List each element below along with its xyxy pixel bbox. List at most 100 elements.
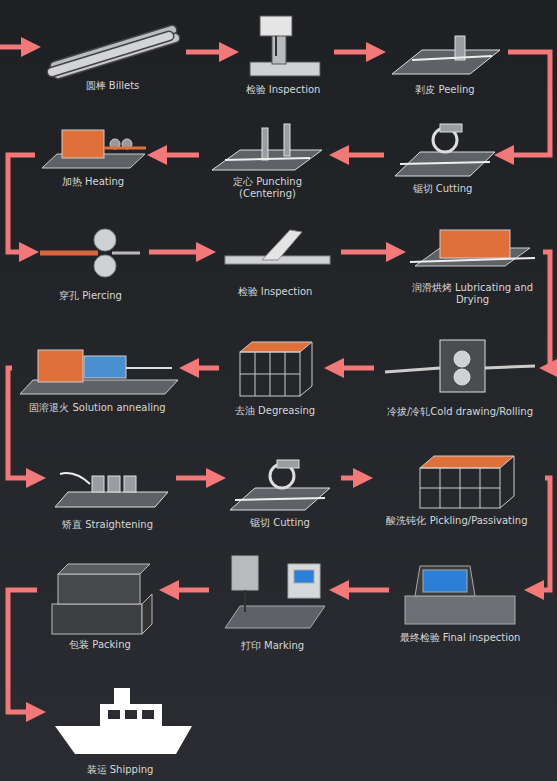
process-step: 装运 Shipping (45, 670, 195, 776)
process-step: 锯切 Cutting (390, 115, 495, 195)
step-caption: 圆棒 Billets (45, 80, 180, 92)
packing-boxes-part (142, 594, 152, 634)
flow-arrow (503, 52, 550, 155)
flow-arrow (533, 478, 550, 590)
process-step: 加热 Heating (38, 122, 148, 188)
piercing-rolls (40, 229, 140, 277)
step-caption: 锯切 Cutting (225, 517, 335, 529)
marking-machine (225, 556, 325, 628)
step-caption: 定心 Punching (Centering) (205, 176, 330, 200)
flow-arrow (543, 252, 550, 368)
final-inspection-console-part (423, 570, 467, 592)
pickling-tank-part (420, 488, 500, 489)
punching-machine-part (225, 158, 310, 160)
peeling-machine-part (412, 56, 492, 60)
pickling-tank-part (500, 496, 514, 508)
cutting-machine-part (230, 488, 330, 510)
process-step: 包装 Packing (40, 558, 160, 651)
step-caption: 打印 Marking (215, 640, 330, 652)
packing-boxes (52, 564, 152, 634)
billets-figure (52, 30, 175, 74)
straightening-machine-part (124, 476, 136, 492)
heating-furnace (42, 130, 146, 168)
degreasing-tank-part (240, 352, 300, 396)
lubricating-oven-part (410, 258, 535, 262)
degreasing-tank-part (312, 342, 313, 386)
degreasing-tank (240, 342, 312, 396)
annealing-furnace-part (38, 350, 83, 382)
punching-machine (212, 124, 322, 170)
drawing-mill-part (454, 369, 470, 385)
flow-arrow (334, 50, 377, 55)
cutting-machine-part (440, 124, 462, 132)
step-caption: 检验 Inspection (215, 286, 335, 298)
piercing-rolls-part (40, 251, 98, 256)
process-step: 冷拔/冷轧Cold drawing/Rolling (380, 330, 540, 418)
step-caption: 锯切 Cutting (390, 183, 495, 195)
process-step: 锯切 Cutting (225, 455, 335, 529)
flow-arrow (156, 153, 199, 158)
process-step: 穿孔 Piercing (38, 228, 143, 302)
inspection-machine (250, 16, 320, 76)
straightening-machine-part (108, 476, 120, 492)
degreasing-tank-part (300, 386, 312, 396)
pickling-tank-part (514, 456, 515, 496)
straightening-machine-part (92, 476, 104, 492)
straightening-machine-part (55, 492, 168, 507)
process-step: 酸洗钝化 Pickling/Passivating (372, 448, 542, 527)
process-step: 检验 Inspection (238, 12, 328, 96)
flow-arrow (8, 155, 35, 252)
step-caption: 润滑烘烤 Lubricating and Drying (405, 282, 540, 306)
process-step: 固溶退火 Solution annealing (15, 335, 180, 414)
step-caption: 去油 Degreasing (225, 405, 325, 417)
cargo-ship-part (55, 726, 192, 754)
step-caption: 穿孔 Piercing (38, 290, 143, 302)
marking-machine-part (288, 564, 320, 598)
flow-arrow (8, 368, 37, 478)
flow-arrow (333, 366, 374, 371)
packing-boxes-part (58, 574, 140, 604)
step-caption: 冷拔/冷轧Cold drawing/Rolling (380, 406, 540, 418)
process-step: 润滑烘烤 Lubricating and Drying (405, 220, 540, 306)
heating-furnace-part (104, 147, 146, 150)
entry-arrow (0, 47, 32, 48)
step-caption: 最终检验 Final inspection (395, 632, 525, 644)
cutting-machine (395, 124, 495, 176)
annealing-furnace (20, 350, 178, 394)
drawing-mill-part (440, 340, 485, 392)
step-caption: 装运 Shipping (45, 764, 195, 776)
annealing-furnace-part (126, 367, 172, 369)
final-inspection-console-part (405, 596, 515, 624)
drawing-mill (385, 340, 535, 392)
process-step: 定心 Punching (Centering) (205, 118, 330, 200)
process-step: 去油 Degreasing (225, 335, 325, 417)
marking-machine-part (294, 570, 314, 583)
piercing-rolls-part (94, 255, 116, 277)
process-step: 圆棒 Billets (45, 22, 180, 92)
packing-boxes-part (58, 564, 150, 574)
marking-machine-part (225, 606, 325, 628)
step-caption: 包装 Packing (40, 639, 160, 651)
process-step: 检验 Inspection (215, 228, 335, 298)
final-inspection-console-part (415, 566, 475, 596)
flow-arrow (149, 250, 207, 255)
final-inspection-console (405, 566, 515, 624)
cutting-machine-part (235, 498, 325, 500)
process-step: 剥皮 Peeling (385, 22, 505, 96)
lubricating-oven-part (440, 230, 510, 258)
cutting-machine (230, 460, 330, 510)
piercing-rolls-part (94, 229, 116, 251)
straightening-machine-part (60, 473, 90, 484)
flow-arrow (338, 588, 389, 593)
process-step: 最终检验 Final inspection (395, 560, 525, 644)
process-step: 矫直 Straightening (45, 455, 170, 531)
piercing-rolls-part (112, 252, 140, 255)
entry-arrow-part (0, 45, 32, 50)
cargo-ship (55, 688, 192, 754)
step-caption: 加热 Heating (38, 176, 148, 188)
drawing-mill-part (454, 351, 470, 367)
flow-arrow (341, 250, 397, 255)
billets-figure-part (52, 36, 169, 72)
straightening-machine (55, 473, 168, 507)
